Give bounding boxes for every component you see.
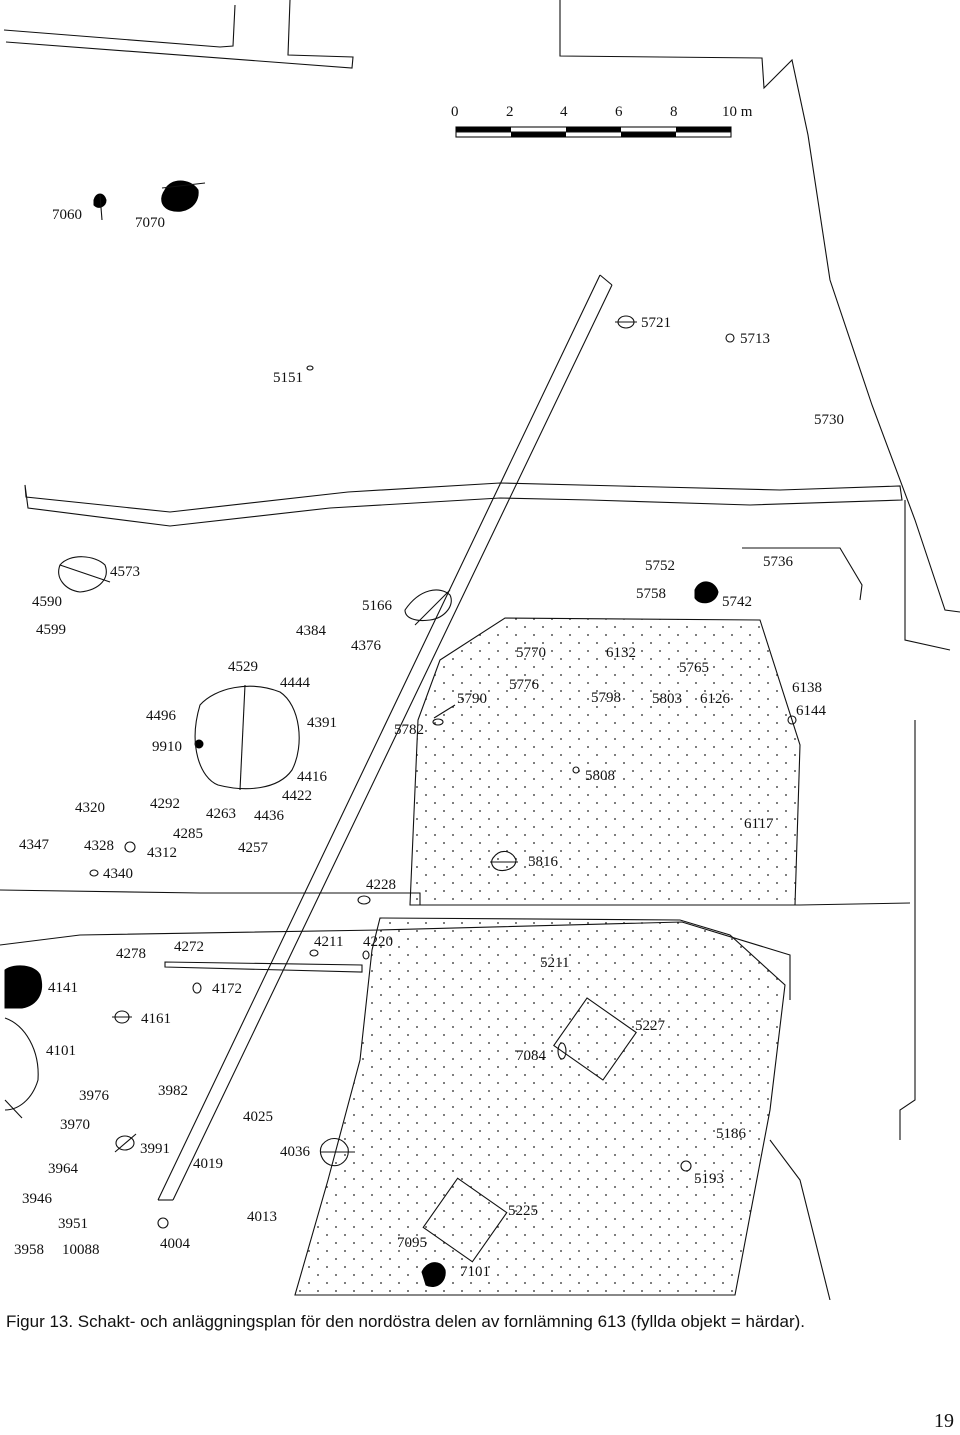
feature-label-4211: 4211 xyxy=(314,934,343,950)
feature-label-5798: 5798 xyxy=(591,690,621,706)
feature-label-3970: 3970 xyxy=(60,1117,90,1133)
feature-label-9910: 9910 xyxy=(152,739,182,755)
feature-label-4384: 4384 xyxy=(296,623,327,639)
feature-label-5816: 5816 xyxy=(528,854,559,870)
scale-tick-label: 6 xyxy=(615,104,623,120)
feature-label-5770: 5770 xyxy=(516,645,546,661)
feature-label-5790: 5790 xyxy=(457,691,487,707)
feature-label-10088: 10088 xyxy=(62,1242,100,1258)
feature-label-3976: 3976 xyxy=(79,1088,110,1104)
feature-label-4573: 4573 xyxy=(110,564,140,580)
feature-label-3946: 3946 xyxy=(22,1191,53,1207)
feature-label-4161: 4161 xyxy=(141,1011,171,1027)
feature-label-5151: 5151 xyxy=(273,370,303,386)
feature-label-5752: 5752 xyxy=(645,558,675,574)
excavation-plan: 0 2 4 6 8 10 m 7060 7070 5721 5713 5151 5730 4573 57… xyxy=(0,0,960,1300)
feature-label-3958: 3958 xyxy=(14,1242,44,1258)
feature-label-4340: 4340 xyxy=(103,866,133,882)
test-square-upper xyxy=(553,997,637,1081)
feature-label-5782: 5782 xyxy=(394,722,424,738)
scale-tick-label: 4 xyxy=(560,104,568,120)
feature-label-4347: 4347 xyxy=(19,837,50,853)
feature-label-4328: 4328 xyxy=(84,838,114,854)
feature-label-5808: 5808 xyxy=(585,768,615,784)
feature-label-5776: 5776 xyxy=(509,677,540,693)
feature-label-3964: 3964 xyxy=(48,1161,79,1177)
feature-label-3982: 3982 xyxy=(158,1083,188,1099)
scale-tick-label: 8 xyxy=(670,104,678,120)
feature-label-4278: 4278 xyxy=(116,946,146,962)
feature-label-6126: 6126 xyxy=(700,691,731,707)
scale-tick-label: 2 xyxy=(506,104,514,120)
diagonal-road xyxy=(157,274,613,1201)
feature-label-4025: 4025 xyxy=(243,1109,273,1125)
feature-label-4599: 4599 xyxy=(36,622,66,638)
feature-label-5193: 5193 xyxy=(694,1171,724,1187)
page-number: 19 xyxy=(934,1410,954,1432)
feature-label-4172: 4172 xyxy=(212,981,242,997)
feature-label-5166: 5166 xyxy=(362,598,393,614)
feature-label-5758: 5758 xyxy=(636,586,666,602)
dotted-area-north xyxy=(409,617,801,906)
feature-label-5721: 5721 xyxy=(641,315,671,331)
feature-label-5186: 5186 xyxy=(716,1126,747,1142)
feature-label-5765: 5765 xyxy=(679,660,709,676)
feature-label-4004: 4004 xyxy=(160,1236,191,1252)
trench-outlines xyxy=(0,0,960,1300)
feature-label-4444: 4444 xyxy=(280,675,311,691)
feature-label-4263: 4263 xyxy=(206,806,236,822)
feature-label-5803: 5803 xyxy=(652,691,682,707)
feature-label-4272: 4272 xyxy=(174,939,204,955)
feature-label-5227: 5227 xyxy=(635,1018,666,1034)
figure-caption: Figur 13. Schakt- och anläggningsplan fö… xyxy=(6,1312,806,1331)
feature-label-4285: 4285 xyxy=(173,826,203,842)
feature-label-5742: 5742 xyxy=(722,594,752,610)
feature-label-7095: 7095 xyxy=(397,1235,427,1251)
feature-label-3951: 3951 xyxy=(58,1216,88,1232)
section-lines xyxy=(4,182,637,1153)
outlined-features xyxy=(4,315,797,1229)
feature-label-7084: 7084 xyxy=(516,1048,547,1064)
dotted-area-south xyxy=(294,917,786,1296)
feature-label-4019: 4019 xyxy=(193,1156,223,1172)
feature-label-4529: 4529 xyxy=(228,659,258,675)
hearths xyxy=(4,180,719,1287)
feature-labels: 7060 7070 5721 5713 5151 5730 4573 5752 5736 4590… xyxy=(14,207,844,1280)
feature-label-7101: 7101 xyxy=(460,1264,490,1280)
feature-label-7070: 7070 xyxy=(135,215,165,231)
feature-label-4590: 4590 xyxy=(32,594,62,610)
feature-label-5225: 5225 xyxy=(508,1203,538,1219)
feature-label-6138: 6138 xyxy=(792,680,822,696)
feature-label-4391: 4391 xyxy=(307,715,337,731)
feature-label-4312: 4312 xyxy=(147,845,177,861)
feature-label-5713: 5713 xyxy=(740,331,770,347)
feature-label-4422: 4422 xyxy=(282,788,312,804)
feature-label-4292: 4292 xyxy=(150,796,180,812)
feature-label-4496: 4496 xyxy=(146,708,177,724)
scale-bar-labels: 0 2 4 6 8 10 m xyxy=(451,104,753,120)
feature-label-5730: 5730 xyxy=(814,412,844,428)
feature-label-4436: 4436 xyxy=(254,808,285,824)
feature-label-4101: 4101 xyxy=(46,1043,76,1059)
feature-label-6144: 6144 xyxy=(796,703,827,719)
feature-label-7060: 7060 xyxy=(52,207,82,223)
feature-label-4141: 4141 xyxy=(48,980,78,996)
feature-label-6132: 6132 xyxy=(606,645,636,661)
feature-label-4220: 4220 xyxy=(363,934,393,950)
scale-bar xyxy=(455,126,732,138)
scale-tick-label: 0 xyxy=(451,104,459,120)
feature-label-3991: 3991 xyxy=(140,1141,170,1157)
feature-label-6117: 6117 xyxy=(744,816,774,832)
feature-label-4036: 4036 xyxy=(280,1144,311,1160)
feature-label-4257: 4257 xyxy=(238,840,269,856)
feature-label-4376: 4376 xyxy=(351,638,382,654)
feature-label-4416: 4416 xyxy=(297,769,328,785)
feature-label-4228: 4228 xyxy=(366,877,396,893)
test-square-lower xyxy=(422,1177,508,1263)
feature-label-5736: 5736 xyxy=(763,554,794,570)
feature-label-4320: 4320 xyxy=(75,800,105,816)
feature-label-5211: 5211 xyxy=(540,955,569,971)
scale-tick-label: 10 m xyxy=(722,104,753,120)
feature-label-4013: 4013 xyxy=(247,1209,277,1225)
